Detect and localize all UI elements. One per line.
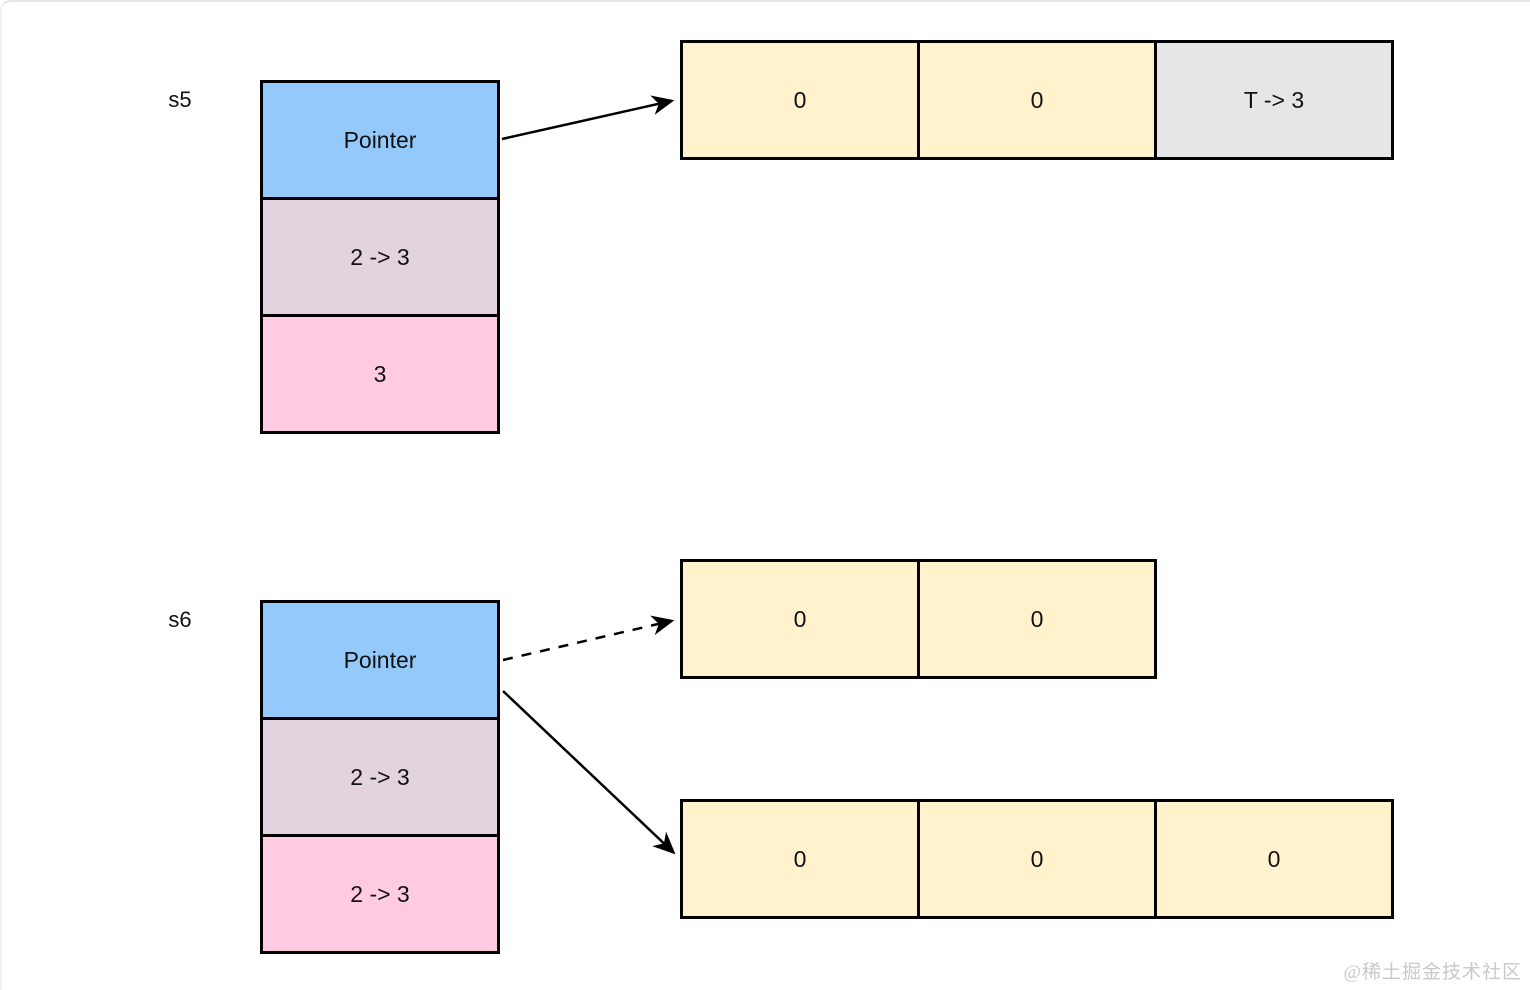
s6-label: s6 [168, 607, 192, 632]
s5-array-cell-1: 0 [917, 40, 1157, 160]
s5-label: s5 [168, 87, 192, 112]
s6-old-array-arrow-dashed [502, 615, 675, 662]
s6-capacity-cell: 2 -> 3 [260, 834, 500, 954]
s5-pointer-arrow [501, 95, 675, 141]
s5-array-cell-2: T -> 3 [1154, 40, 1394, 160]
s6-new-array-cell-1: 0 [917, 799, 1157, 919]
s6-new-array-cell-0: 0 [680, 799, 920, 919]
s5-array-cell-0: 0 [680, 40, 920, 160]
s5-capacity-cell: 3 [260, 314, 500, 434]
s5-length-cell: 2 -> 3 [260, 197, 500, 317]
s6-length-cell: 2 -> 3 [260, 717, 500, 837]
s6-old-array-cell-0: 0 [680, 559, 920, 679]
s6-pointer-cell: Pointer [260, 600, 500, 720]
s6-old-array-cell-1: 0 [917, 559, 1157, 679]
s5-pointer-cell: Pointer [260, 80, 500, 200]
watermark: @稀土掘金技术社区 [1343, 962, 1522, 983]
s6-new-array-cell-2: 0 [1154, 799, 1394, 919]
s6-new-array-arrow [502, 690, 676, 855]
